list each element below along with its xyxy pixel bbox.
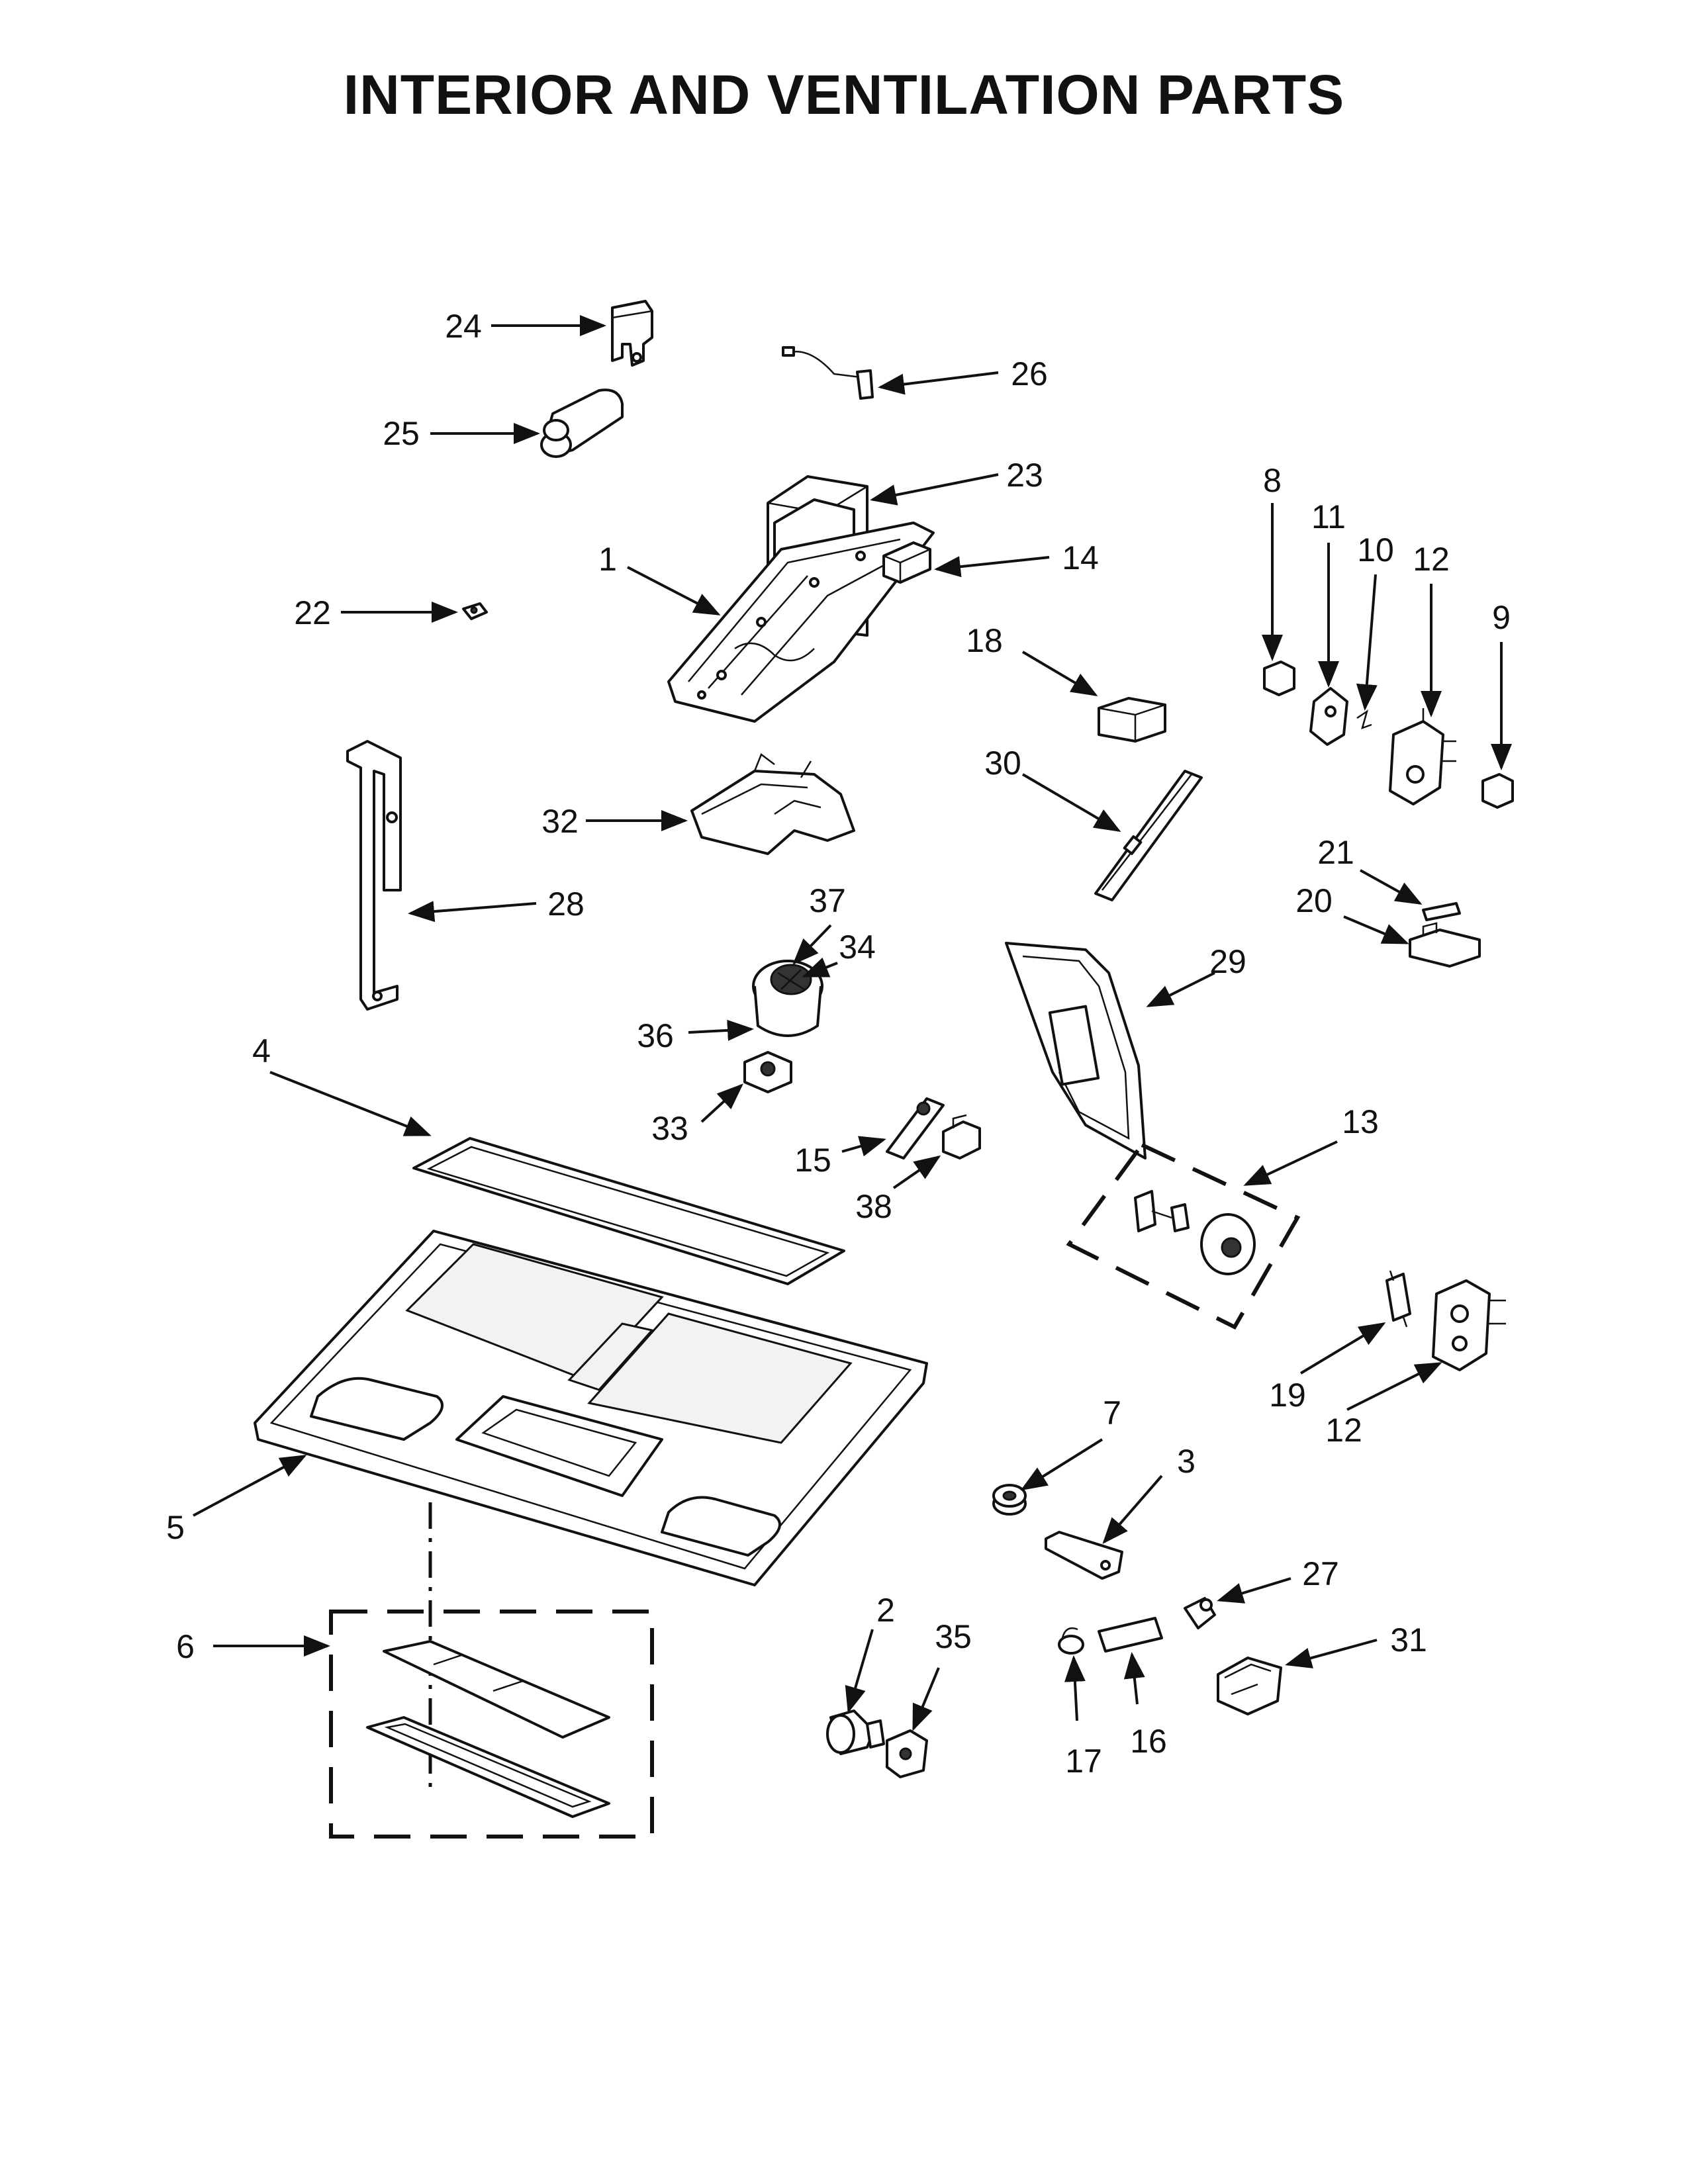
- part-38-clip: [942, 1114, 981, 1160]
- part-11-lever: [1309, 687, 1348, 746]
- part-31-box: [1217, 1657, 1282, 1715]
- callout-34: 34: [839, 929, 876, 966]
- part-5-cavity-panel: [254, 1230, 928, 1586]
- callout-8: 8: [1263, 462, 1282, 499]
- callout-35: 35: [935, 1618, 972, 1655]
- part-17-lamp: [1058, 1627, 1084, 1655]
- callout-30: 30: [984, 745, 1021, 782]
- callout-14: 14: [1062, 539, 1099, 576]
- callout-12-upper: 12: [1413, 541, 1450, 578]
- part-29-frame: [1005, 942, 1147, 1160]
- part-15-plate: [886, 1097, 945, 1160]
- part-27-socket: [1184, 1597, 1216, 1629]
- part-33-sensor: [743, 1051, 792, 1093]
- callout-6: 6: [176, 1628, 195, 1665]
- part-28-bracket: [346, 740, 402, 1011]
- part-8-switch: [1263, 660, 1295, 696]
- part-35-coupler: [886, 1729, 928, 1778]
- part-18-box: [1098, 697, 1166, 743]
- part-9-switch: [1481, 773, 1514, 809]
- callout-36: 36: [637, 1017, 674, 1054]
- callout-29: 29: [1209, 943, 1246, 980]
- callout-18: 18: [966, 622, 1003, 659]
- part-10-spring: [1356, 709, 1372, 729]
- part-32-duct: [690, 753, 855, 855]
- part-30-rail: [1094, 770, 1203, 901]
- page-title: INTERIOR AND VENTILATION PARTS: [343, 64, 1345, 126]
- part-24-clip: [611, 300, 653, 367]
- callout-10: 10: [1357, 531, 1394, 569]
- part-22-clip: [462, 602, 488, 620]
- part-20-bracket: [1409, 922, 1481, 968]
- callout-9: 9: [1492, 599, 1511, 636]
- part-25-capacitor: [540, 388, 624, 458]
- part-21-pin: [1422, 902, 1461, 921]
- callout-31: 31: [1390, 1621, 1427, 1659]
- part-14-block: [882, 541, 931, 584]
- leader-lines: [193, 315, 1512, 1731]
- callout-11: 11: [1311, 498, 1346, 535]
- part-12-holder-upper: [1389, 708, 1456, 805]
- callout-27: 27: [1302, 1555, 1339, 1592]
- callout-7: 7: [1103, 1394, 1121, 1432]
- part-4-grille: [412, 1137, 845, 1285]
- part-2-motor: [826, 1709, 885, 1755]
- callout-32: 32: [541, 803, 579, 840]
- callout-3: 3: [1177, 1443, 1196, 1480]
- callout-labels: 24 25 26 23 1 14 22 18 8 11 10 12 9 32 3…: [166, 308, 1511, 1780]
- callout-33: 33: [651, 1110, 688, 1147]
- part-7-grommet: [992, 1484, 1027, 1516]
- callout-23: 23: [1006, 457, 1043, 494]
- callout-2: 2: [876, 1592, 895, 1629]
- callout-20: 20: [1295, 882, 1333, 919]
- callout-24: 24: [445, 308, 482, 345]
- callout-37: 37: [809, 882, 846, 919]
- callout-25: 25: [383, 415, 420, 452]
- callout-4: 4: [252, 1032, 271, 1069]
- callout-38: 38: [855, 1188, 892, 1225]
- callout-16: 16: [1130, 1723, 1167, 1760]
- callout-22: 22: [294, 594, 331, 631]
- callout-15: 15: [794, 1142, 831, 1179]
- callout-28: 28: [547, 886, 585, 923]
- callout-19: 19: [1269, 1377, 1306, 1414]
- part-16-cover: [1098, 1617, 1163, 1653]
- part-19-switch: [1385, 1270, 1411, 1328]
- callout-5: 5: [166, 1509, 185, 1546]
- part-13-assembly: [1066, 1142, 1301, 1330]
- callout-21: 21: [1317, 834, 1354, 871]
- part-1-base-plate: [667, 522, 935, 723]
- callout-26: 26: [1011, 355, 1048, 392]
- part-26-wire: [782, 346, 874, 400]
- part-3-bracket: [1045, 1531, 1123, 1580]
- callout-17: 17: [1065, 1743, 1102, 1780]
- part-12-holder-lower: [1432, 1279, 1506, 1371]
- callout-1: 1: [598, 541, 617, 578]
- part-6-assembly: [329, 1610, 654, 1839]
- callout-12-lower: 12: [1325, 1412, 1362, 1449]
- callout-13: 13: [1342, 1103, 1379, 1140]
